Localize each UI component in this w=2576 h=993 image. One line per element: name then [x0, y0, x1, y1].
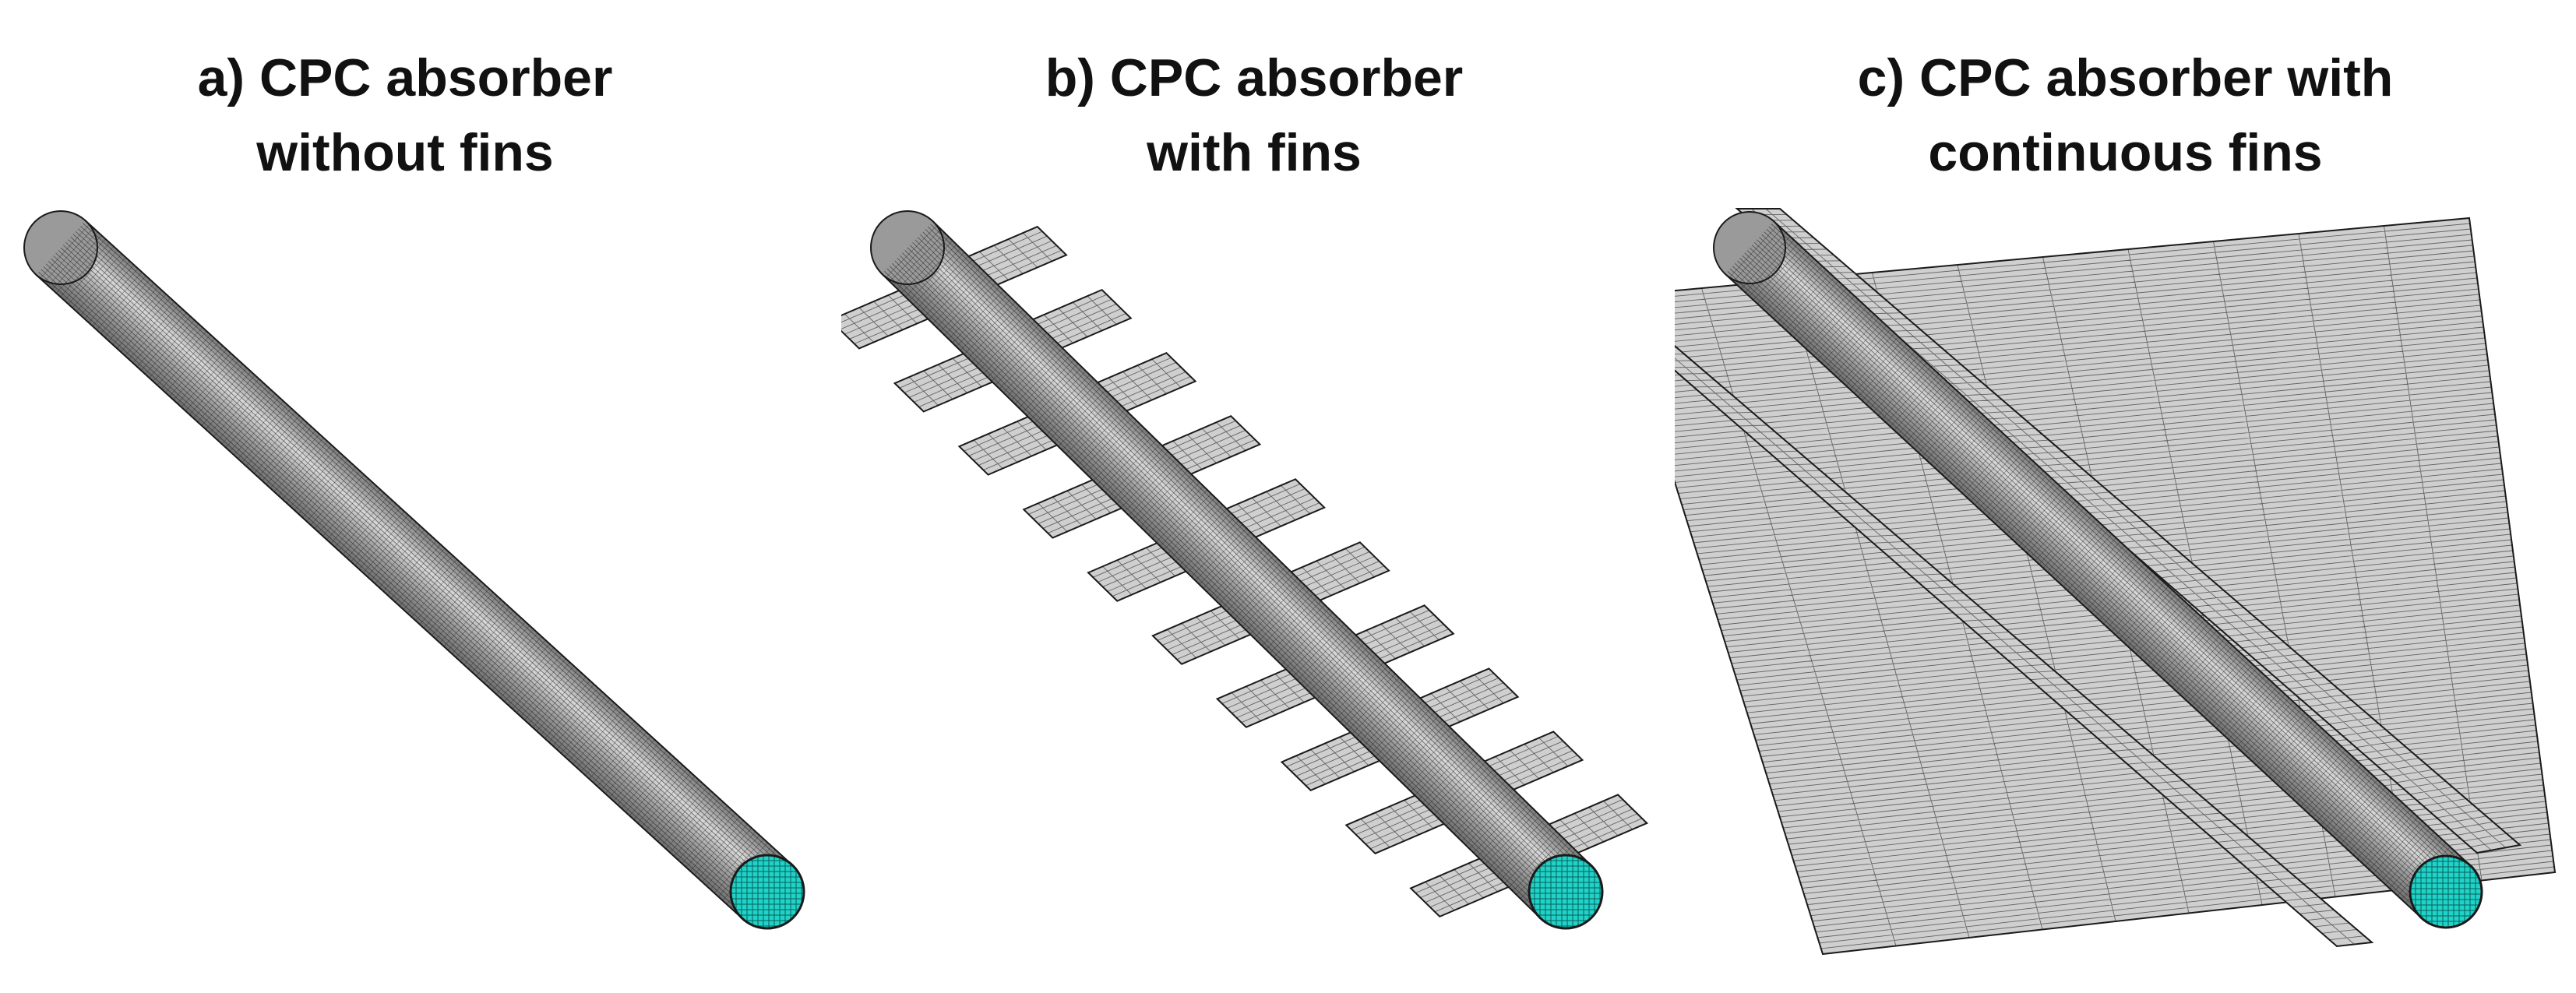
fin-mesh [1351, 798, 1443, 850]
tube-mesh-circumferential [885, 225, 1588, 914]
absorber-tube [1713, 211, 2483, 929]
tube-end-cap [729, 854, 805, 930]
panel-b-title-line1: b) CPC absorber [1045, 48, 1464, 107]
fin-mesh [1093, 545, 1186, 597]
fin-mesh [1228, 483, 1320, 534]
fin-mesh [1221, 672, 1314, 724]
fin-mesh [1028, 482, 1121, 533]
panel-a-without-fins: a) CPC absorber without fins [0, 0, 810, 993]
fin-mesh [1550, 799, 1643, 850]
discrete-fins [841, 225, 1649, 918]
end-cap-mesh [1529, 855, 1602, 928]
panel-a-title-line1: a) CPC absorber [197, 48, 613, 107]
absorber-tube-figure-b [841, 210, 1649, 930]
panel-c-title: c) CPC absorber with continuous fins [1675, 40, 2576, 190]
panel-b-title-line2: with fins [1147, 123, 1362, 182]
fin-mesh [1292, 546, 1384, 598]
fin-mesh [1157, 608, 1249, 660]
end-cap-rim [1528, 854, 1604, 930]
fin-mesh [1421, 673, 1514, 724]
fin-mesh [1098, 357, 1191, 408]
fin-mesh [1675, 347, 2365, 945]
absorber-tube [23, 210, 805, 930]
tube-mesh-circumferential [40, 224, 788, 916]
panel-c-title-line1: c) CPC absorber with [1857, 48, 2394, 107]
fin-mesh [1485, 736, 1578, 787]
tube-mesh-longitudinal [38, 223, 790, 917]
tube-mesh-longitudinal [1727, 224, 2469, 916]
end-cap-rim [729, 854, 805, 930]
fin-mesh [1356, 610, 1449, 661]
fin-mesh [1163, 420, 1256, 471]
fin-mesh [841, 293, 927, 344]
fin-mesh [899, 356, 992, 407]
fin-mesh [1286, 735, 1379, 787]
panel-b-with-fins: b) CPC absorber with fins [841, 0, 1667, 993]
tube-end-cap [2409, 854, 2483, 929]
fin-mesh [1034, 294, 1126, 345]
fin-mesh [1415, 861, 1508, 913]
absorber-tube-figure-c [1675, 208, 2557, 956]
end-cap-rim [2409, 854, 2483, 929]
fin-plate [1675, 344, 2374, 948]
tube-end-cap [1528, 854, 1604, 930]
fin-mesh [969, 231, 1062, 282]
absorber-tube-figure-a [23, 210, 805, 930]
panel-c-title-line2: continuous fins [1928, 123, 2323, 182]
fin-mesh [1743, 208, 2514, 851]
end-cap-mesh [731, 855, 804, 928]
end-cap-mesh [2410, 856, 2482, 928]
panel-a-title: a) CPC absorber without fins [0, 40, 810, 190]
tube-mesh-circumferential [1728, 224, 2467, 915]
panel-c-continuous-fins: c) CPC absorber with continuous fins [1675, 0, 2576, 993]
absorber-tube [870, 210, 1604, 930]
fin-mesh [964, 419, 1056, 470]
panel-a-title-line2: without fins [256, 123, 554, 182]
tube-mesh-longitudinal [884, 224, 1589, 916]
end-cap-face [2410, 856, 2482, 928]
panel-b-title: b) CPC absorber with fins [841, 40, 1667, 190]
